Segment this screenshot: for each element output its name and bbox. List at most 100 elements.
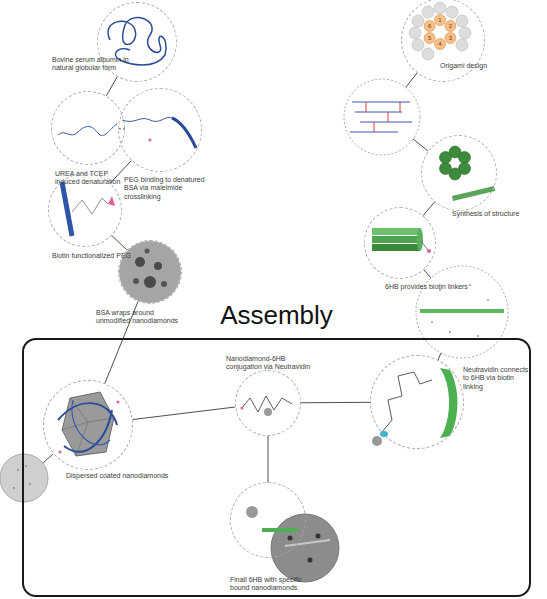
biotin-head bbox=[108, 196, 115, 206]
helix-circle bbox=[412, 15, 424, 27]
helix-circle bbox=[409, 27, 421, 39]
particle bbox=[308, 558, 313, 563]
bundle-surface bbox=[440, 368, 458, 438]
connector-line bbox=[106, 77, 117, 96]
process-circle: Dispersed coated nanodiamonds bbox=[43, 380, 133, 470]
helix-cylinder bbox=[372, 228, 420, 235]
nanodiamond bbox=[264, 408, 272, 416]
callout-number: 6 bbox=[428, 23, 431, 29]
process-circle: BSA wraps around unmodified nanodiamonds bbox=[118, 240, 182, 304]
neutravidin bbox=[380, 431, 388, 437]
leader-line bbox=[406, 73, 417, 87]
step-label: Neutravidin connects to 6HB via biotin l… bbox=[463, 366, 529, 391]
biotin-dot bbox=[427, 249, 431, 253]
particle bbox=[288, 536, 293, 541]
rod-circle bbox=[416, 266, 508, 358]
bundle-end bbox=[417, 228, 423, 251]
staple-strand bbox=[360, 122, 412, 123]
particle bbox=[469, 284, 471, 286]
particle bbox=[25, 465, 27, 467]
callout-number: 2 bbox=[449, 23, 452, 29]
particle bbox=[145, 249, 150, 254]
biotin-dot bbox=[59, 451, 62, 454]
helix bbox=[440, 163, 452, 175]
helix-circle bbox=[459, 27, 471, 39]
process-circle: Biotin functionalized PEG bbox=[48, 173, 122, 247]
nanodiamond bbox=[372, 436, 382, 446]
particle bbox=[449, 331, 451, 333]
biotin-dot bbox=[117, 401, 120, 404]
step-label: Bovine serum albumin in natural globular… bbox=[52, 56, 142, 73]
helix-circle bbox=[435, 15, 446, 26]
helix-cylinder bbox=[372, 236, 420, 243]
helix-circle bbox=[456, 39, 468, 51]
leader-line bbox=[413, 139, 428, 151]
tem-rod bbox=[285, 540, 330, 546]
helix-cylinder bbox=[372, 244, 420, 251]
nanodiamond bbox=[246, 506, 258, 518]
tem-image bbox=[0, 454, 48, 502]
callout-number: 4 bbox=[438, 41, 441, 47]
crystal-facet bbox=[62, 398, 114, 456]
protein-strand bbox=[58, 124, 117, 136]
connector-line bbox=[423, 202, 434, 215]
helix bbox=[459, 152, 471, 164]
helix-circle bbox=[412, 39, 424, 51]
step-label: Finall 6HB with specific bound nanodiamo… bbox=[230, 576, 318, 593]
group-frame: AssemblyDispersed coated nanodiamondsNan… bbox=[22, 338, 531, 597]
connector-line bbox=[118, 128, 125, 129]
peg-segment bbox=[172, 118, 196, 148]
bsa-coating bbox=[64, 410, 112, 452]
callout-number: 5 bbox=[428, 35, 431, 41]
callout-number: 1 bbox=[438, 17, 441, 23]
bundle-rod bbox=[262, 528, 298, 532]
peg-bar bbox=[62, 182, 72, 236]
step-label: 6HB provides biotin linkers bbox=[385, 283, 485, 291]
protein-strand bbox=[122, 117, 172, 121]
linker-zigzag bbox=[382, 372, 432, 432]
helix-circle bbox=[456, 15, 468, 27]
leader-line bbox=[424, 270, 431, 278]
process-circle: Synthesis of structure bbox=[421, 135, 497, 211]
particle bbox=[17, 469, 19, 471]
process-circle: 6HB provides biotin linkers bbox=[364, 207, 436, 279]
step-label: Origami design bbox=[440, 62, 500, 70]
callout-number: 3 bbox=[449, 35, 452, 41]
step-label: PEG binding to denatured BSA via maleimi… bbox=[124, 176, 206, 201]
process-circle: Nanodiamond-6HB conjugation via Neutravi… bbox=[235, 370, 301, 436]
maleimide-dot bbox=[149, 139, 152, 142]
bundle-rod bbox=[420, 309, 504, 313]
bundle-rod bbox=[452, 186, 495, 201]
particle bbox=[133, 278, 139, 284]
process-circle: Bovine serum albumin in natural globular… bbox=[97, 2, 177, 82]
step-label: UREA and TCEP induced denaturation bbox=[55, 170, 130, 187]
strand-circle bbox=[344, 79, 420, 155]
step-label: BSA wraps around unmodified nanodiamonds bbox=[96, 309, 182, 326]
particle bbox=[431, 321, 433, 323]
connector-line bbox=[112, 236, 127, 250]
helix-circle bbox=[445, 33, 456, 44]
connector-line bbox=[133, 407, 236, 420]
helix-circle bbox=[422, 48, 434, 60]
particle bbox=[161, 281, 167, 287]
tem-image bbox=[119, 241, 181, 303]
biotin-dot bbox=[241, 407, 244, 410]
particle bbox=[144, 276, 156, 288]
nanodiamond bbox=[62, 392, 114, 456]
linker-zigzag bbox=[72, 198, 108, 214]
group-title: Assembly bbox=[22, 302, 531, 328]
process-circle: PEG binding to denatured BSA via maleimi… bbox=[118, 88, 202, 172]
particle bbox=[154, 262, 162, 270]
helix-circle bbox=[434, 2, 446, 14]
particle bbox=[29, 483, 31, 485]
helix-circle bbox=[446, 6, 458, 18]
bsa-coating bbox=[72, 400, 110, 445]
particle bbox=[135, 257, 145, 267]
helix-circle bbox=[445, 21, 456, 32]
leader-line bbox=[43, 454, 53, 463]
